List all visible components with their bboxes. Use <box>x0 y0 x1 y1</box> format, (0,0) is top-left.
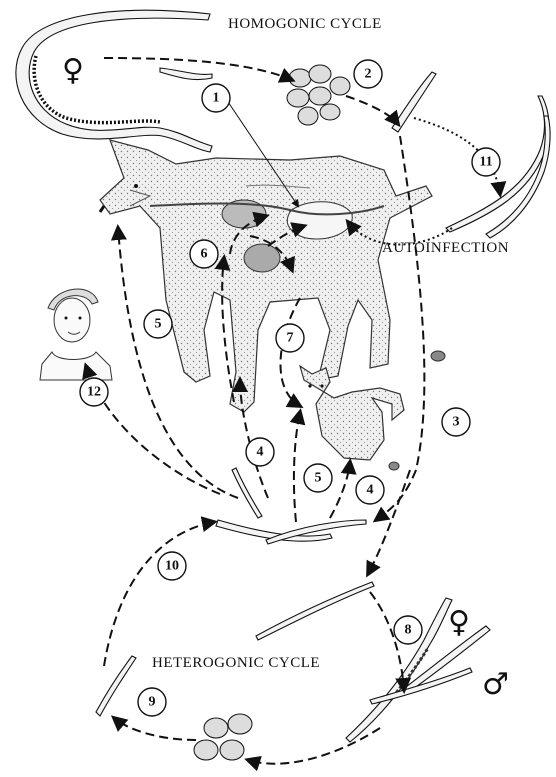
svg-text:3: 3 <box>453 415 460 430</box>
step-6: 6 <box>190 240 218 268</box>
step-7: 7 <box>276 324 304 352</box>
svg-text:10: 10 <box>165 559 179 574</box>
step-4-dog: 4 <box>246 438 274 466</box>
svg-text:9: 9 <box>149 695 156 710</box>
homogonic-cycle-label: HOMOGONIC CYCLE <box>228 16 382 32</box>
step-12: 12 <box>80 378 108 406</box>
female-symbol-top: ♀ <box>62 53 84 88</box>
step-4-cat: 4 <box>356 476 384 504</box>
filariform-larva-bottom <box>256 582 374 640</box>
svg-text:6: 6 <box>201 247 208 262</box>
female-symbol-bottom: ♀ <box>448 605 470 640</box>
step-3: 3 <box>442 408 470 436</box>
step-11: 11 <box>472 148 500 176</box>
egg-cluster-bottom <box>194 714 252 760</box>
step-9: 9 <box>138 688 166 716</box>
step-5-dog: 5 <box>144 310 172 338</box>
svg-text:8: 8 <box>405 623 412 638</box>
svg-text:4: 4 <box>257 445 264 460</box>
autoinfection-label: AUTOINFECTION <box>382 240 509 256</box>
step-8: 8 <box>394 616 422 644</box>
parasitic-female-worm <box>16 10 212 152</box>
svg-text:12: 12 <box>87 385 101 400</box>
step-10: 10 <box>158 552 186 580</box>
svg-text:1: 1 <box>213 91 220 106</box>
step-1: 1 <box>202 84 230 112</box>
svg-text:5: 5 <box>315 471 322 486</box>
svg-text:4: 4 <box>367 483 374 498</box>
svg-text:11: 11 <box>479 155 492 170</box>
rhabditiform-larva-left <box>96 656 136 716</box>
rhabditiform-larva-top <box>160 68 212 80</box>
human-host <box>40 289 112 380</box>
male-symbol: ♂ <box>482 667 509 702</box>
step-5-cat: 5 <box>304 464 332 492</box>
cat-host <box>300 366 404 460</box>
heterogonic-cycle-label: HETEROGONIC CYCLE <box>152 655 320 671</box>
svg-text:5: 5 <box>155 317 162 332</box>
dog-host <box>100 140 432 412</box>
larvae-in-soil <box>216 468 366 544</box>
egg-cluster-top <box>287 65 350 125</box>
step-2: 2 <box>354 60 382 88</box>
svg-text:2: 2 <box>365 67 372 82</box>
svg-text:7: 7 <box>287 331 294 346</box>
